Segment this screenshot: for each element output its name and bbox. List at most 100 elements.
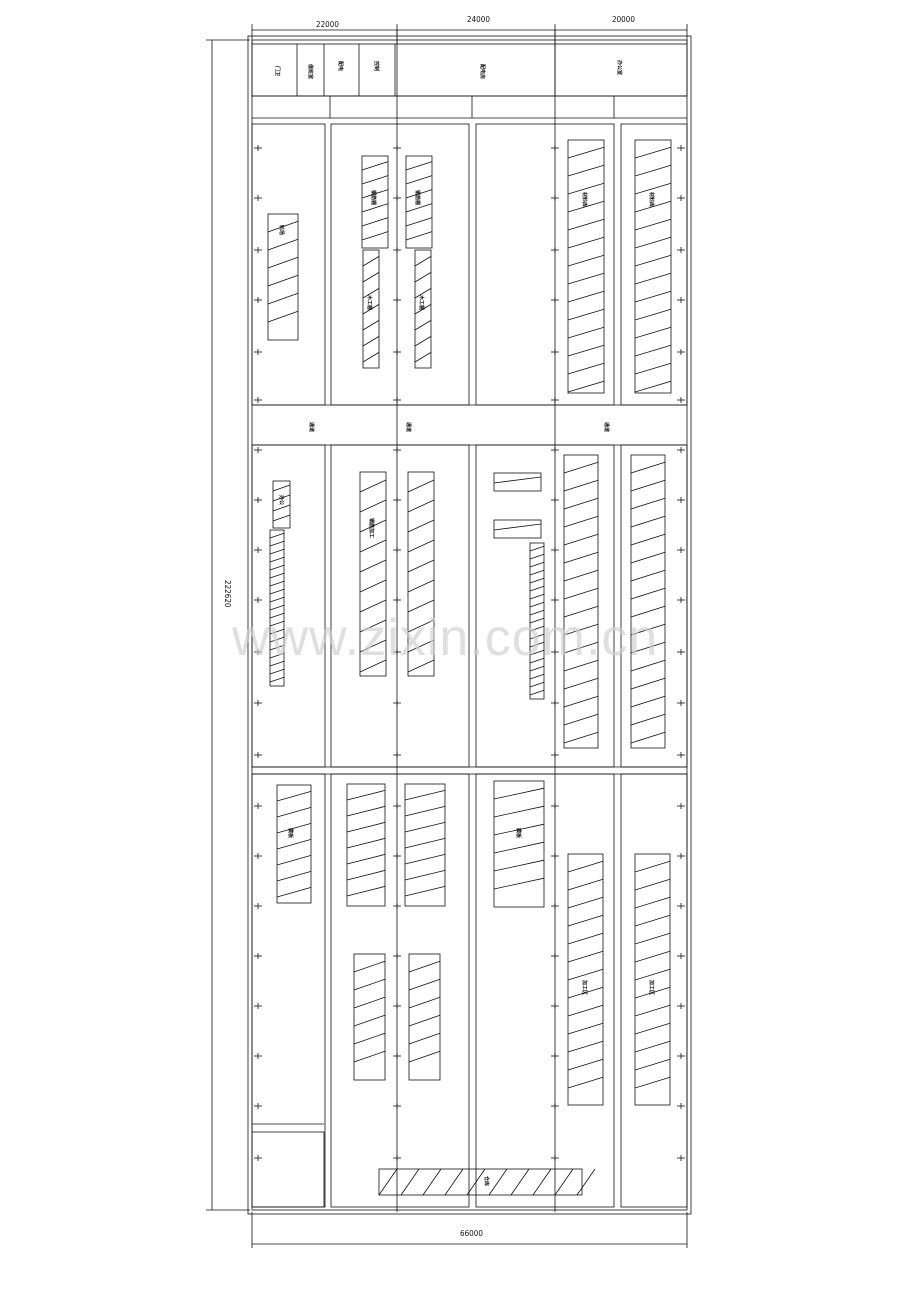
- block-proc-tall-1: [567, 853, 604, 1106]
- hatch-line: [630, 623, 666, 636]
- hatch-line: [529, 569, 545, 576]
- bay-2-2: [330, 444, 470, 768]
- block-store-1: [567, 139, 605, 394]
- hatch-line: [567, 860, 604, 873]
- label-bay-10: 模板: [287, 828, 294, 839]
- label-bay-4: 木工棚: [366, 294, 373, 310]
- label-bay-7: 材料库: [648, 192, 655, 207]
- hatch-line: [567, 146, 605, 159]
- hatch-line: [493, 523, 542, 531]
- block-tall-2: [630, 454, 666, 749]
- hatch-line: [276, 807, 312, 818]
- watermark: www.zixin.com.cn: [231, 609, 658, 667]
- hatch-line: [404, 854, 446, 865]
- hatch-line: [346, 870, 386, 881]
- hatch-line: [272, 514, 291, 522]
- hatch-line: [529, 577, 545, 584]
- hatch-line: [267, 256, 299, 269]
- hatch-line: [634, 968, 671, 981]
- block-rebar-proc-1: [359, 471, 387, 677]
- hatch-line: [567, 290, 605, 303]
- hatch-line: [634, 914, 671, 927]
- hatch-line: [362, 320, 380, 331]
- hatch-line: [567, 968, 604, 981]
- bay-1-1: [251, 123, 326, 406]
- hatch-line: [567, 986, 604, 999]
- hatch-line: [529, 633, 545, 640]
- hatch-line: [634, 1040, 671, 1053]
- hatch-line: [529, 649, 545, 656]
- hatch-line: [466, 1168, 486, 1196]
- dim-top-3: 20000: [612, 15, 635, 24]
- hatch-line: [529, 617, 545, 624]
- hatch-line: [567, 1076, 604, 1089]
- block-tall-1: [563, 454, 599, 749]
- hatch-line: [414, 320, 432, 331]
- block-warehouse: [378, 1168, 583, 1196]
- bay-2-3: [475, 444, 615, 768]
- hatch-line: [563, 479, 599, 492]
- dim-left: 222620: [223, 580, 232, 608]
- label-bay-11: 模板: [515, 828, 522, 839]
- hatch-line: [567, 1058, 604, 1071]
- hatch-line: [630, 569, 666, 582]
- block-rebar-proc-2: [407, 471, 435, 677]
- hatch-line: [362, 256, 380, 267]
- hatch-line: [414, 288, 432, 299]
- hatch-line: [493, 877, 545, 890]
- block-template-3: [404, 783, 446, 907]
- hatch-line: [493, 787, 545, 800]
- hatch-line: [634, 986, 671, 999]
- hatch-line: [567, 218, 605, 231]
- hatch-line: [378, 1168, 398, 1196]
- hatch-line: [634, 1058, 671, 1071]
- hatch-line: [563, 587, 599, 600]
- label-top-4: 控制: [373, 61, 380, 71]
- hatch-line: [408, 960, 441, 973]
- label-top-1: 门卫: [274, 66, 281, 76]
- hatch-line: [276, 871, 312, 882]
- block-template-2: [346, 783, 386, 907]
- hatch-line: [529, 593, 545, 600]
- block-narrow-1: [269, 529, 285, 687]
- label-top-5: 配电房: [479, 64, 486, 79]
- block-proc-tall-2: [634, 853, 671, 1106]
- hatch-line: [630, 677, 666, 690]
- hatch-line: [630, 551, 666, 564]
- hatch-line: [634, 236, 672, 249]
- bay-2-1: [251, 444, 326, 768]
- hatch-line: [269, 652, 285, 659]
- label-top-6: 办公室: [616, 60, 623, 75]
- hatch-line: [567, 1004, 604, 1017]
- hatch-line: [407, 619, 435, 633]
- hatch-line: [269, 620, 285, 627]
- hatch-line: [359, 579, 387, 593]
- hatch-line: [267, 310, 299, 323]
- hatch-line: [361, 189, 389, 199]
- hatch-line: [529, 673, 545, 680]
- hatch-line: [408, 1050, 441, 1063]
- hatch-line: [267, 274, 299, 287]
- hatch-line: [634, 218, 672, 231]
- hatch-line: [269, 668, 285, 675]
- hatch-line: [276, 887, 312, 898]
- hatch-line: [630, 641, 666, 654]
- label-bay-3: 钢筋棚: [414, 190, 421, 205]
- hatch-line: [510, 1168, 530, 1196]
- hatch-line: [276, 823, 312, 834]
- hatch-line: [563, 533, 599, 546]
- hatch-line: [272, 494, 291, 502]
- hatch-line: [529, 561, 545, 568]
- hatch-line: [359, 599, 387, 613]
- hatch-line: [408, 1032, 441, 1045]
- label-top-3: 配电: [337, 61, 344, 71]
- block-small-2: [493, 519, 542, 539]
- block-proc-2: [408, 953, 441, 1081]
- block-material-yard: [267, 213, 299, 341]
- hatch-line: [276, 839, 312, 850]
- hatch-line: [634, 326, 672, 339]
- hatch-line: [567, 182, 605, 195]
- hatch-line: [563, 659, 599, 672]
- hatch-line: [563, 731, 599, 744]
- hatch-line: [634, 254, 672, 267]
